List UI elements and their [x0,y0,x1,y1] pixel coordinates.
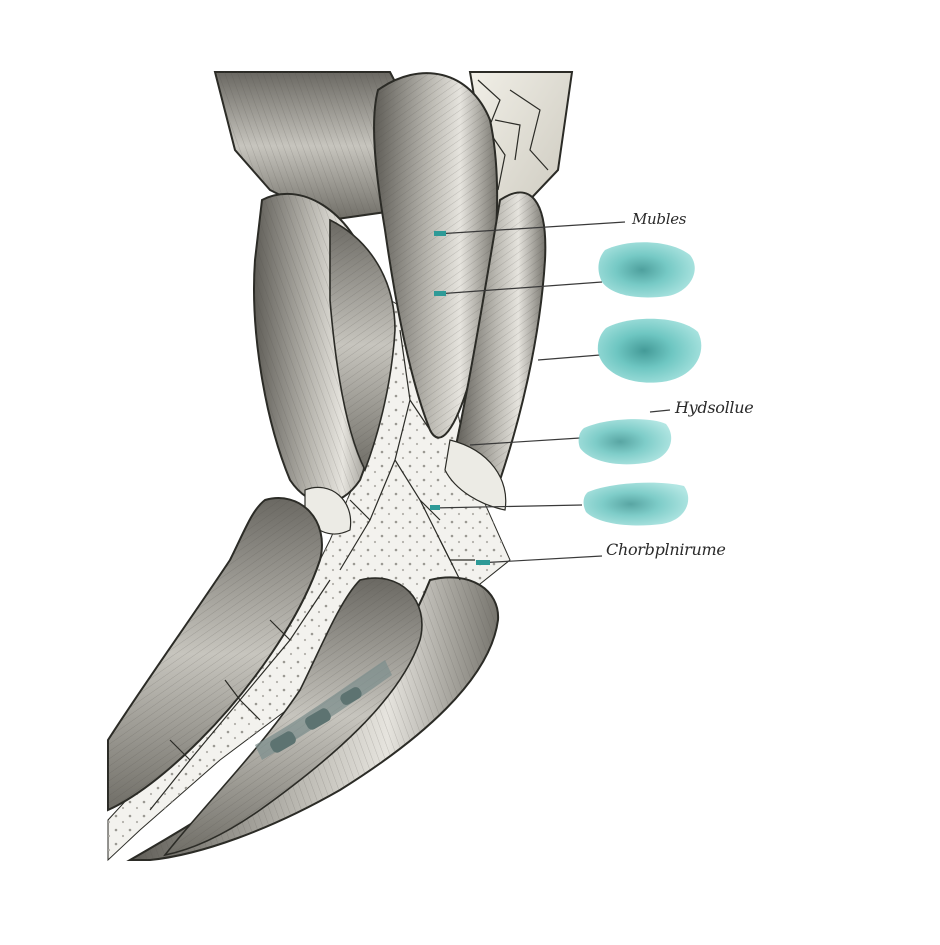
veins [149,329,475,811]
label-chloro: Chorbplnirume [606,540,726,559]
biceps-muscle [373,72,499,439]
watercolor-swatch-icon [578,419,672,465]
watercolor-swatch-icon [597,318,702,383]
label-muscles: Mubles [632,210,687,228]
forearm-extensor-muscle [163,577,423,857]
leader-tips [430,231,490,565]
middle-strap-muscle [329,218,396,473]
watercolor-swatch-icon [583,482,689,526]
label-hydro: Hydsollue [675,398,754,417]
leader-lines [431,221,671,564]
watercolor-swatch-icon [598,242,695,298]
forearm-outer-muscle [107,497,323,812]
deltoid-muscle [213,71,422,222]
forearm-tendon-band [255,660,392,760]
